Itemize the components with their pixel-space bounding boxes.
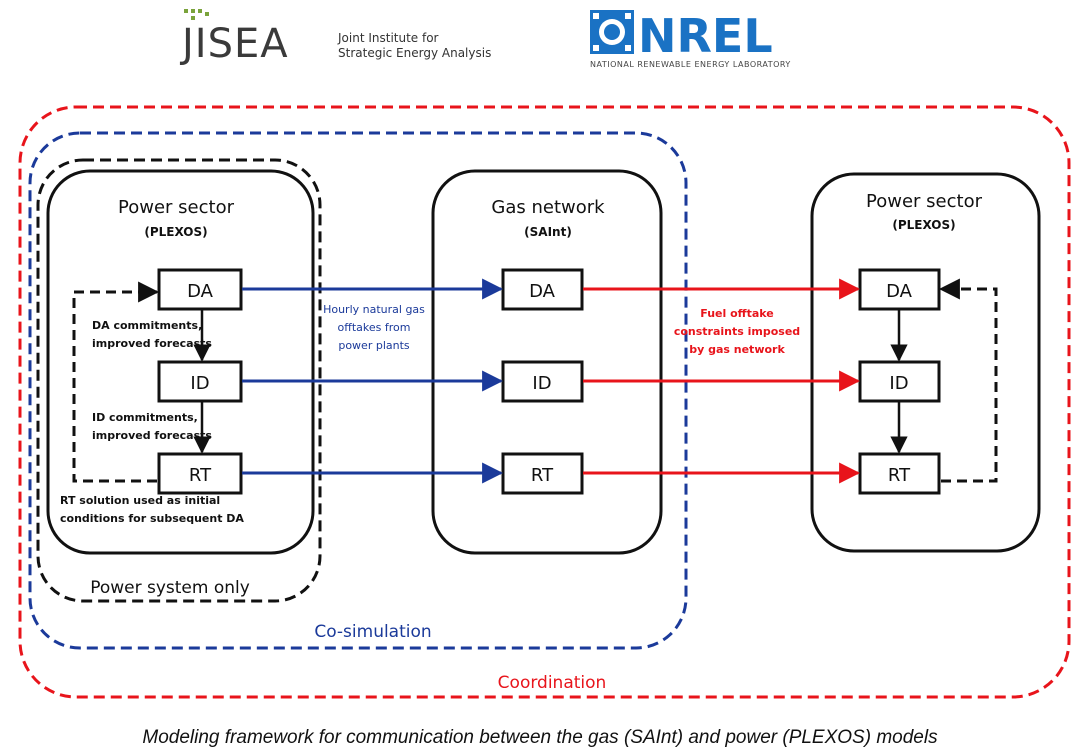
jisea-wordmark: JISEA (179, 21, 289, 67)
da-commit-note-2: improved forecasts (92, 337, 212, 350)
id-commit-note-1: ID commitments, (92, 411, 198, 424)
right-feedback-arrow (938, 278, 998, 483)
id-commit-note-2: improved forecasts (92, 429, 212, 442)
right-rt-label: RT (888, 465, 911, 486)
power-only-label: Power system only (90, 578, 250, 598)
da-commit-note-1: DA commitments, (92, 319, 202, 332)
fuel-constraint-note-1: Fuel offtake (700, 307, 774, 320)
framework-diagram: JISEA Joint Institute for Strategic Ener… (18, 9, 1071, 699)
middle-panel-subtitle: (SAInt) (524, 225, 572, 239)
gas-offtake-note-2: offtakes from (338, 321, 411, 334)
nrel-mark-icon (590, 10, 634, 54)
rt-solution-note-1: RT solution used as initial (60, 494, 220, 507)
nrel-subtitle: NATIONAL RENEWABLE ENERGY LABORATORY (590, 60, 791, 69)
fuel-constraint-note-2: constraints imposed (674, 325, 800, 338)
nrel-logo: NREL NATIONAL RENEWABLE ENERGY LABORATOR… (590, 9, 791, 69)
left-rt-label: RT (189, 465, 212, 486)
left-da-label: DA (187, 281, 214, 302)
middle-id-label: ID (532, 373, 551, 394)
jisea-logo: JISEA Joint Institute for Strategic Ener… (179, 9, 491, 67)
fuel-constraint-note-3: by gas network (689, 343, 785, 356)
left-id-label: ID (190, 373, 209, 394)
power-only-region (36, 158, 322, 603)
left-feedback-arrow (72, 281, 160, 483)
jisea-line-2: Strategic Energy Analysis (338, 46, 491, 60)
middle-rt-label: RT (531, 465, 554, 486)
jisea-line-1: Joint Institute for (337, 31, 439, 45)
gas-offtake-note-1: Hourly natural gas (323, 303, 425, 316)
jisea-mark-icon (184, 9, 209, 20)
nrel-wordmark: NREL (638, 9, 773, 63)
middle-da-label: DA (529, 281, 556, 302)
left-panel-subtitle: (PLEXOS) (144, 225, 207, 239)
left-da-box (157, 268, 243, 311)
rt-solution-note-2: conditions for subsequent DA (60, 512, 244, 525)
right-panel-title: Power sector (866, 191, 983, 212)
left-id-box (157, 360, 243, 403)
left-panel-title: Power sector (118, 197, 235, 218)
right-panel-subtitle: (PLEXOS) (892, 218, 955, 232)
figure-caption: Modeling framework for communication bet… (142, 727, 938, 748)
cosimulation-region (28, 131, 688, 650)
right-id-label: ID (889, 373, 908, 394)
left-rt-box (157, 452, 243, 495)
coordination-label: Coordination (498, 673, 607, 693)
cosimulation-label: Co-simulation (314, 622, 431, 642)
middle-panel-title: Gas network (491, 197, 605, 218)
middle-da-box (501, 268, 584, 311)
right-da-label: DA (886, 281, 913, 302)
coordination-region (18, 105, 1071, 699)
gas-offtake-note-3: power plants (338, 339, 410, 352)
